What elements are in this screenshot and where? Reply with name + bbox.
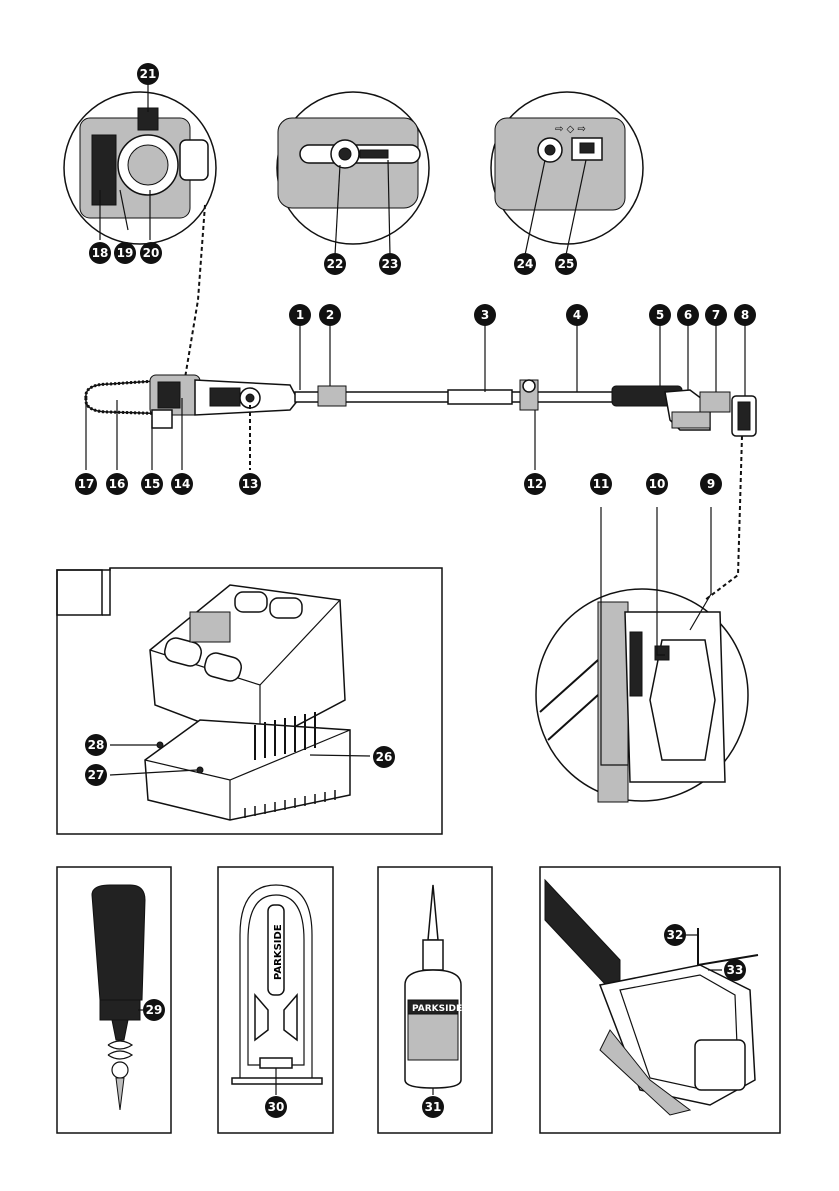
label-1: 1	[289, 304, 311, 326]
detail-circle-battery	[536, 507, 748, 802]
detail-circle-oil: ⇨ ◇ ⇨	[491, 92, 643, 255]
svg-text:4: 4	[573, 308, 581, 322]
pole-saw-drawing	[86, 375, 756, 436]
label-13: 13	[239, 473, 261, 495]
label-19: 19	[114, 242, 136, 264]
label-31: 31	[422, 1096, 444, 1118]
label-15: 15	[141, 473, 163, 495]
label-26: 26	[373, 746, 395, 768]
svg-text:10: 10	[649, 477, 666, 491]
label-18: 18	[89, 242, 111, 264]
svg-text:2: 2	[326, 308, 334, 322]
svg-text:28: 28	[88, 738, 105, 752]
svg-text:32: 32	[667, 928, 684, 942]
connector-dashed-head	[185, 205, 205, 378]
svg-text:33: 33	[727, 963, 744, 977]
svg-text:30: 30	[268, 1100, 285, 1114]
label-5: 5	[649, 304, 671, 326]
svg-text:23: 23	[382, 257, 399, 271]
label-2: 2	[319, 304, 341, 326]
svg-text:14: 14	[174, 477, 191, 491]
svg-text:5: 5	[656, 308, 664, 322]
label-7: 7	[705, 304, 727, 326]
label-8: 8	[734, 304, 756, 326]
label-4: 4	[566, 304, 588, 326]
svg-text:20: 20	[143, 246, 160, 260]
oil-bottle-brand: PARKSIDE	[412, 1004, 462, 1014]
label-33: 33	[724, 959, 746, 981]
svg-text:9: 9	[707, 477, 715, 491]
svg-text:19: 19	[117, 246, 134, 260]
label-25: 25	[555, 253, 577, 275]
svg-text:⇨ ◇ ⇨: ⇨ ◇ ⇨	[555, 124, 586, 135]
label-3: 3	[474, 304, 496, 326]
svg-text:11: 11	[593, 477, 610, 491]
label-32: 32	[664, 924, 686, 946]
svg-text:12: 12	[527, 477, 544, 491]
svg-text:8: 8	[741, 308, 749, 322]
detail-circle-chain-tension	[64, 84, 216, 244]
svg-text:15: 15	[144, 477, 161, 491]
svg-text:7: 7	[712, 308, 720, 322]
label-11: 11	[590, 473, 612, 495]
label-14: 14	[171, 473, 193, 495]
svg-text:13: 13	[242, 477, 259, 491]
svg-text:29: 29	[146, 1003, 163, 1017]
label-22: 22	[324, 253, 346, 275]
svg-text:18: 18	[92, 246, 109, 260]
svg-text:16: 16	[109, 477, 126, 491]
label-27: 27	[85, 764, 107, 786]
svg-text:26: 26	[376, 750, 393, 764]
svg-text:24: 24	[517, 257, 534, 271]
svg-text:6: 6	[684, 308, 692, 322]
section-a-box	[57, 568, 442, 834]
label-21: 21	[137, 63, 159, 85]
label-20: 20	[140, 242, 162, 264]
detail-circle-chain-fitting	[277, 92, 429, 255]
label-12: 12	[524, 473, 546, 495]
svg-text:27: 27	[88, 768, 105, 782]
label-29: 29	[143, 999, 165, 1021]
svg-text:17: 17	[78, 477, 95, 491]
label-16: 16	[106, 473, 128, 495]
label-24: 24	[514, 253, 536, 275]
label-6: 6	[677, 304, 699, 326]
svg-text:21: 21	[140, 67, 157, 81]
box-oil-bottle: PARKSIDE	[378, 867, 492, 1133]
svg-text:1: 1	[296, 308, 304, 322]
label-17: 17	[75, 473, 97, 495]
svg-text:25: 25	[558, 257, 575, 271]
chain-guard-brand: PARKSIDE	[273, 924, 284, 980]
label-30: 30	[265, 1096, 287, 1118]
svg-text:22: 22	[327, 257, 344, 271]
label-9: 9	[700, 473, 722, 495]
label-23: 23	[379, 253, 401, 275]
box-chain-guard: PARKSIDE	[218, 867, 333, 1133]
box-handle-detail	[540, 867, 780, 1133]
label-10: 10	[646, 473, 668, 495]
svg-text:3: 3	[481, 308, 489, 322]
label-28: 28	[85, 734, 107, 756]
svg-text:31: 31	[425, 1100, 442, 1114]
